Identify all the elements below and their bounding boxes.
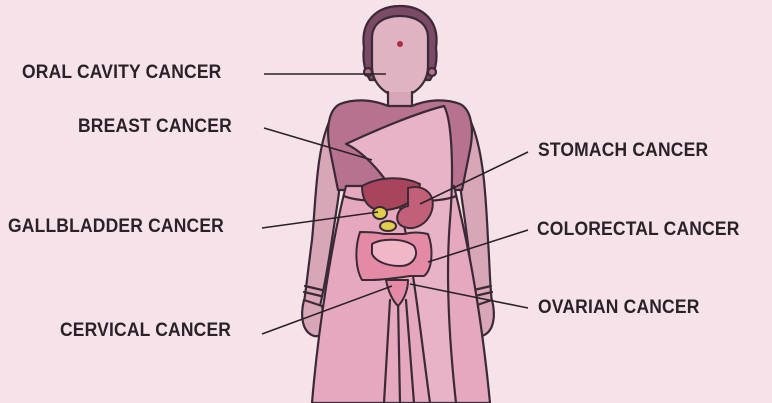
right-earring xyxy=(428,68,436,76)
label-cervical-cancer: CERVICAL CANCER xyxy=(60,320,231,342)
label-breast-cancer: BREAST CANCER xyxy=(78,116,232,138)
face xyxy=(372,16,428,96)
label-oral-cavity-cancer: ORAL CAVITY CANCER xyxy=(22,62,221,84)
left-earring xyxy=(364,68,372,76)
label-ovarian-cancer: OVARIAN CANCER xyxy=(538,297,700,319)
pancreas xyxy=(380,221,396,231)
bindi xyxy=(397,41,403,47)
label-gallbladder-cancer: GALLBLADDER CANCER xyxy=(8,216,224,238)
label-colorectal-cancer: COLORECTAL CANCER xyxy=(537,219,740,241)
label-stomach-cancer: STOMACH CANCER xyxy=(538,140,708,162)
